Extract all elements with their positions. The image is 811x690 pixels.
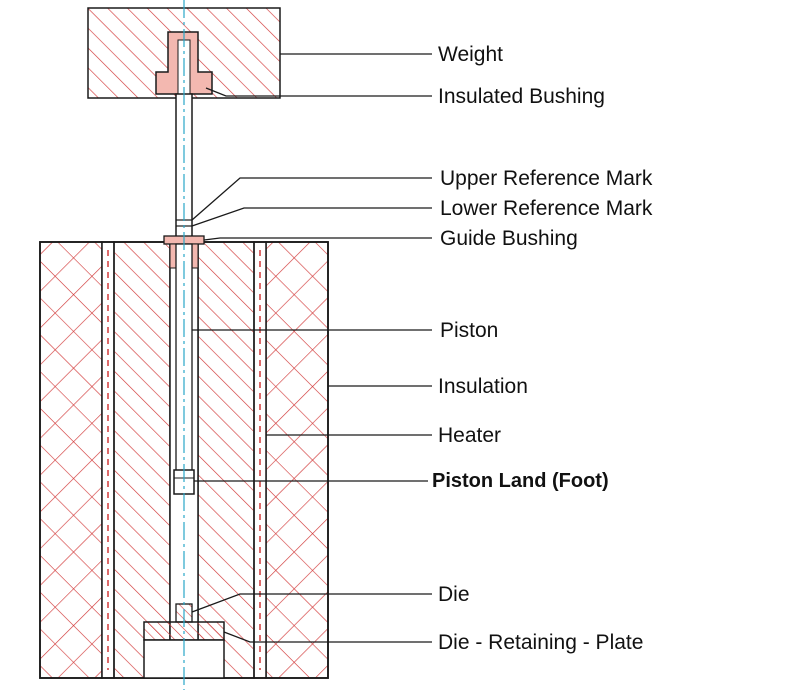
leader-upper-reference-mark xyxy=(191,177,432,221)
leader-lower-reference-mark xyxy=(191,207,432,227)
label-lower-reference-mark: Lower Reference Mark xyxy=(440,197,653,220)
leader-die-retaining-plate xyxy=(223,631,432,643)
label-insulated-bushing: Insulated Bushing xyxy=(438,85,605,108)
label-guide-bushing: Guide Bushing xyxy=(440,227,578,250)
leader-insulated-bushing xyxy=(205,87,432,97)
label-weight: Weight xyxy=(438,43,503,66)
barrel-body xyxy=(39,241,329,679)
label-piston-land: Piston Land (Foot) xyxy=(432,470,609,492)
label-die: Die xyxy=(438,583,470,606)
label-upper-reference-mark: Upper Reference Mark xyxy=(440,167,653,190)
heater-elements xyxy=(107,250,261,670)
leader-lines xyxy=(191,53,432,643)
label-die-retaining-plate: Die - Retaining - Plate xyxy=(438,631,644,654)
piston xyxy=(173,243,195,495)
label-piston: Piston xyxy=(440,319,499,342)
leader-die xyxy=(191,593,432,613)
label-heater: Heater xyxy=(438,424,502,447)
label-insulation: Insulation xyxy=(438,375,528,398)
leader-guide-bushing xyxy=(203,237,432,241)
